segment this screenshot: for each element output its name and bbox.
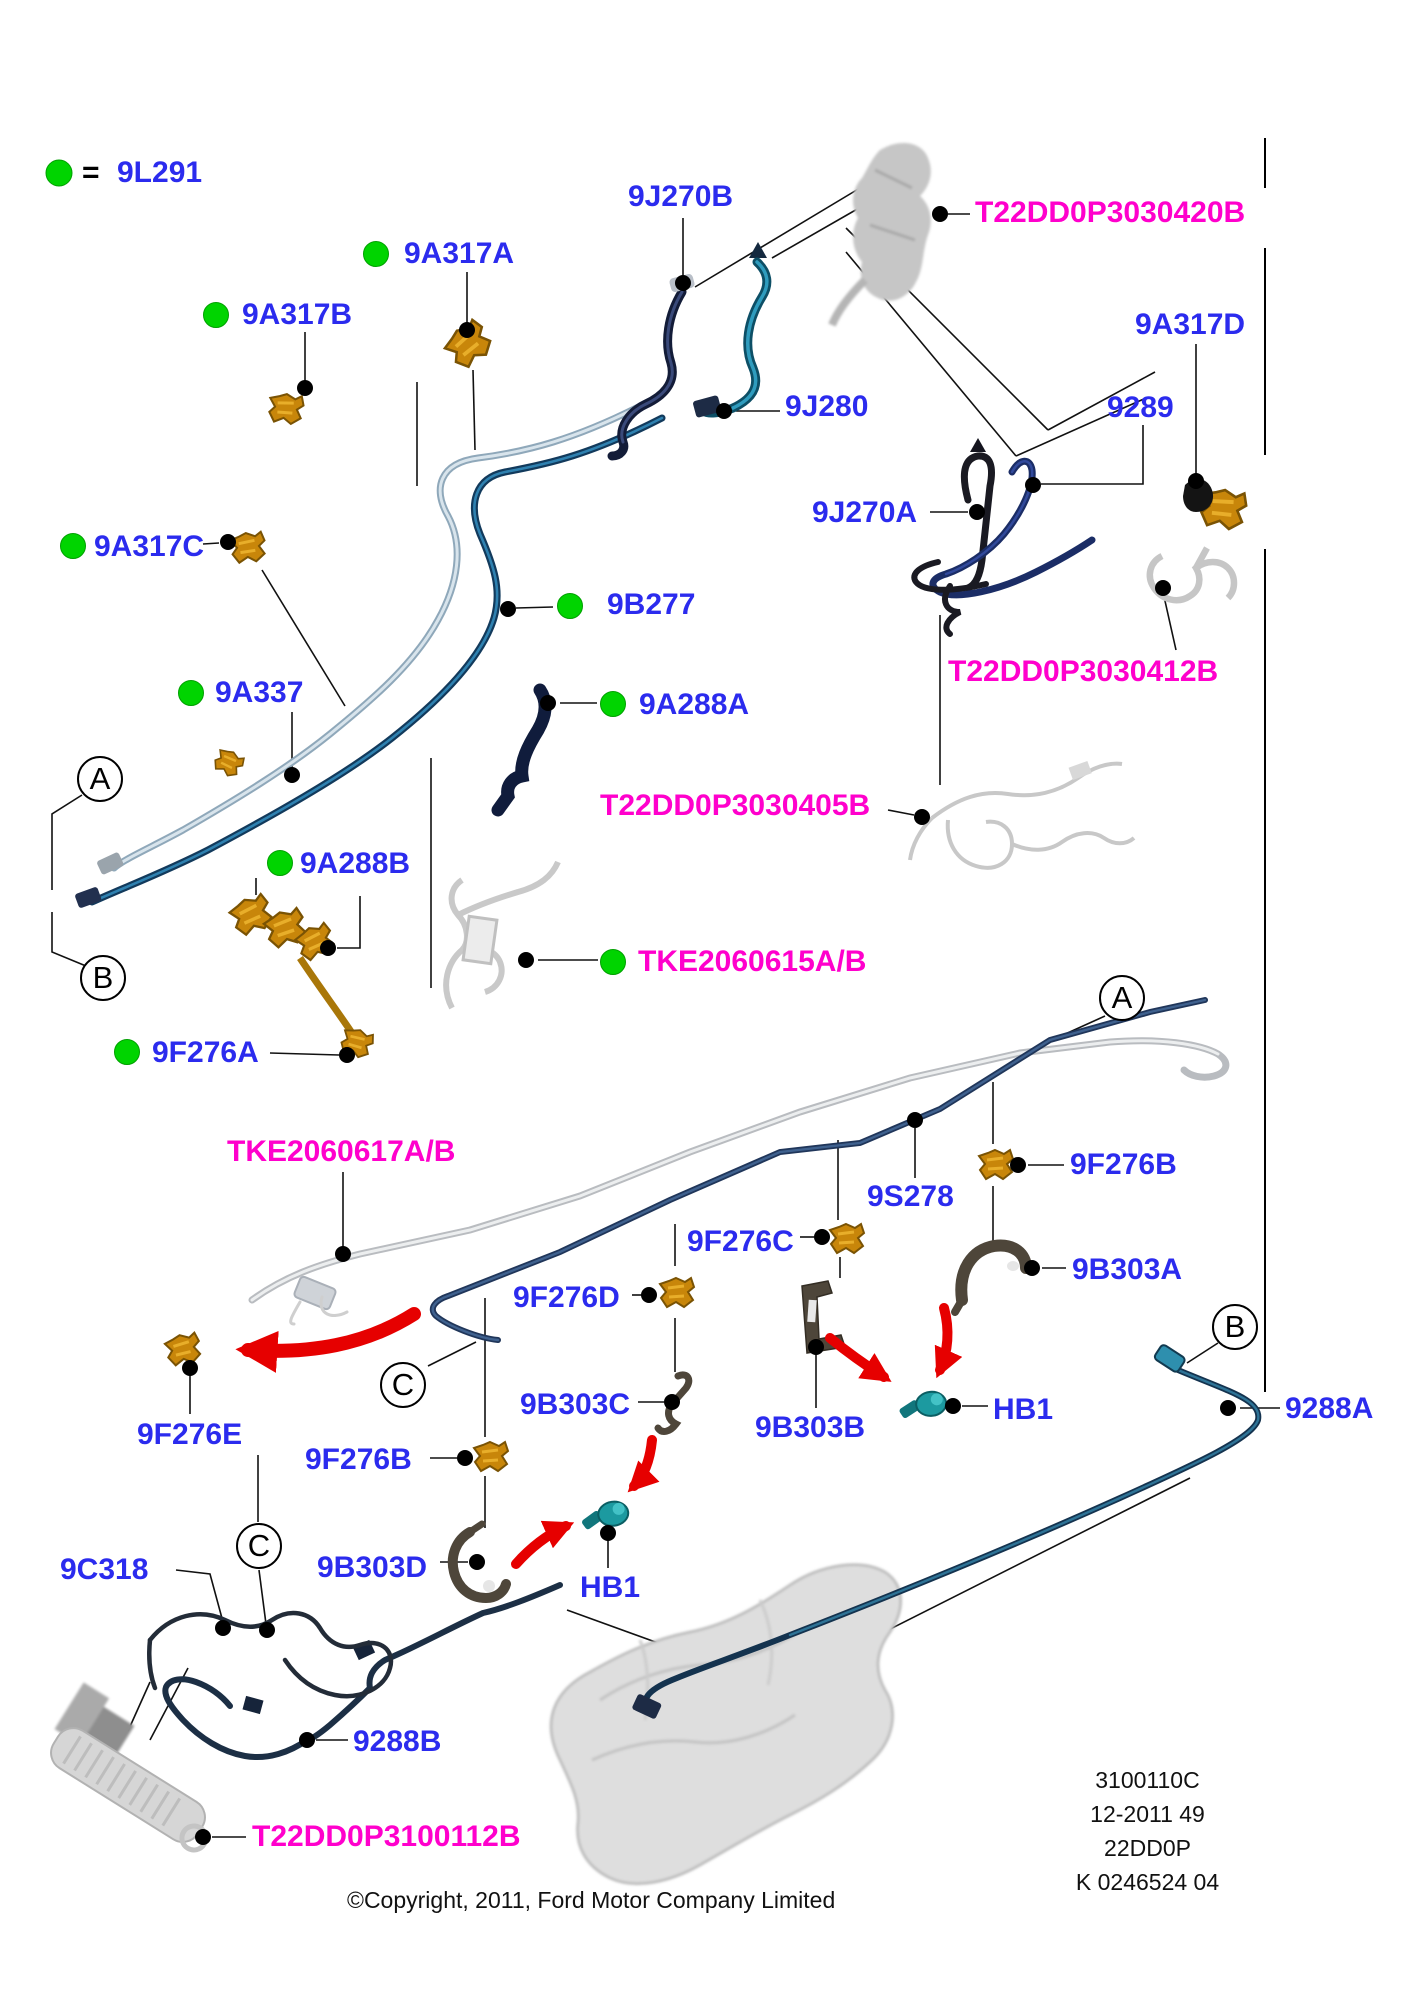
callout-9a288b: 9A288B <box>300 847 411 880</box>
sheet-code: 3100110C <box>1095 1767 1200 1793</box>
callout-9a317b: 9A317B <box>242 298 353 331</box>
ref-circle-c-first: C <box>380 1362 426 1408</box>
callout-9f276c: 9F276C <box>687 1225 794 1258</box>
callout-9f276e: 9F276E <box>137 1418 243 1451</box>
callout-9a337: 9A337 <box>215 676 304 709</box>
leader-lines <box>51 181 1280 1838</box>
callout-hb1-bottom: HB1 <box>580 1571 641 1604</box>
callout-9288a: 9288A <box>1285 1392 1374 1425</box>
green-position-dots <box>45 159 626 1065</box>
date-code: 12-2011 49 <box>1090 1801 1205 1827</box>
callout-t22dd0p3030412b: T22DD0P3030412B <box>948 655 1219 688</box>
callout-9f276a: 9F276A <box>152 1036 259 1069</box>
ref-circle-c-second: C <box>236 1523 282 1569</box>
harness-part-tke615 <box>443 860 561 1010</box>
callout-dots <box>182 206 1236 1845</box>
callout-9a317d: 9A317D <box>1135 308 1246 341</box>
callout-9b303c: 9B303C <box>520 1388 631 1421</box>
legend-equals: = <box>82 156 100 189</box>
legend-part-9l291: 9L291 <box>117 156 203 189</box>
ref-circle-a-upper: A <box>77 756 123 802</box>
callout-9f276b-right: 9F276B <box>1070 1148 1177 1181</box>
callout-9j280: 9J280 <box>785 390 869 423</box>
wiring-harness-part-t405 <box>908 760 1136 870</box>
fuel-tank <box>549 1563 902 1885</box>
clip-9a317d-wing <box>1183 478 1214 512</box>
sheet-info-block: 3100110C 12-2011 49 22DD0P K 0246524 04 <box>1050 1763 1245 1899</box>
upper-fuel-lines <box>75 242 1096 908</box>
callout-t22dd0p3030405b: T22DD0P3030405B <box>600 789 871 822</box>
red-direction-arrows <box>235 1303 963 1569</box>
callout-9f276b-left: 9F276B <box>305 1443 412 1476</box>
callout-9b277: 9B277 <box>607 588 696 621</box>
callout-9j270a: 9J270A <box>812 496 918 529</box>
fuel-cooler-part-t112 <box>50 1682 209 1853</box>
callout-9b303a: 9B303A <box>1072 1253 1183 1286</box>
callout-9j270b: 9J270B <box>628 180 734 213</box>
callout-t22dd0p3100112b: T22DD0P3100112B <box>252 1820 521 1853</box>
callout-9a317a: 9A317A <box>404 237 515 270</box>
copyright-line: ©Copyright, 2011, Ford Motor Company Lim… <box>347 1887 836 1913</box>
lower-fuel-lines <box>146 997 1262 1760</box>
callout-9a317c: 9A317C <box>94 530 205 563</box>
catalog-code: 22DD0P <box>1104 1835 1191 1861</box>
callout-9a288a: 9A288A <box>639 688 750 721</box>
ref-circle-b-lower: B <box>1212 1304 1258 1350</box>
bracket-parts <box>447 1239 1032 1604</box>
callout-tke2060617ab: TKE2060617A/B <box>227 1135 456 1168</box>
clip-parts <box>162 315 1251 1473</box>
callout-9b303b: 9B303B <box>755 1411 866 1444</box>
ref-circle-a-lower: A <box>1099 975 1145 1021</box>
legend-green-dot <box>45 159 73 187</box>
callout-9s278: 9S278 <box>867 1180 954 1213</box>
bracket-part-9a288b <box>209 744 377 1062</box>
ref-circle-b-upper: B <box>80 955 126 1001</box>
callout-9289: 9289 <box>1107 391 1174 424</box>
callout-9b303d: 9B303D <box>317 1551 428 1584</box>
callout-9f276d: 9F276D <box>513 1281 620 1314</box>
callout-hb1-right: HB1 <box>993 1393 1054 1426</box>
callout-9288b: 9288B <box>353 1725 442 1758</box>
fuel-pump-module-part <box>828 143 931 327</box>
callout-9c318: 9C318 <box>60 1553 149 1586</box>
doc-code: K 0246524 04 <box>1075 1869 1220 1895</box>
callout-t22dd0p3030420b: T22DD0P3030420B <box>975 196 1246 229</box>
tube-assembly-9j270a <box>911 438 1096 637</box>
callout-tke2060615ab: TKE2060615A/B <box>638 945 867 978</box>
hook-tube-part-t412 <box>1146 546 1238 604</box>
